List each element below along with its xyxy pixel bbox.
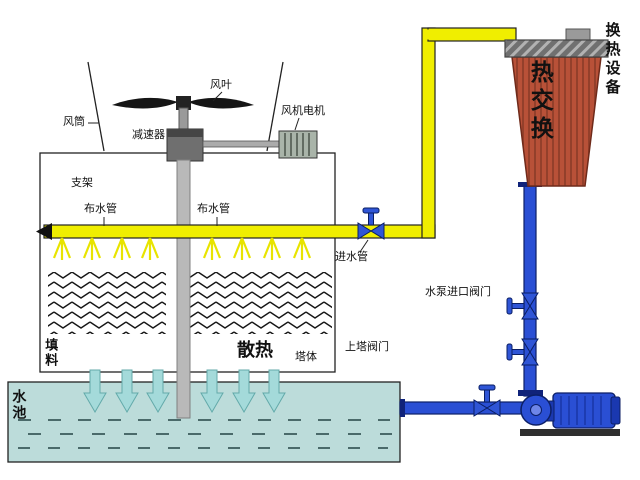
label-reducer: 减速器 <box>132 129 165 141</box>
down-arrow <box>232 369 256 413</box>
down-arrow <box>146 369 170 413</box>
fan-shaft <box>178 107 189 131</box>
down-arrow <box>83 369 107 413</box>
label-heat-dissipation: 散热 <box>237 340 273 360</box>
exchanger-header-cap <box>504 39 609 58</box>
fan-blade-right <box>188 97 254 109</box>
fan-motor-fins <box>284 133 310 156</box>
label-fan-motor: 风机电机 <box>281 105 325 117</box>
label-inlet-pipe: 进水管 <box>335 251 368 263</box>
filler-panel-left <box>48 272 166 334</box>
support-column <box>176 159 191 419</box>
fan-duct-left-wall <box>87 61 105 152</box>
down-arrow <box>115 369 139 413</box>
pump-motor <box>552 392 616 429</box>
exchanger-top-fitting <box>565 28 591 41</box>
flow-arrow-left <box>36 223 52 240</box>
exchanger-body <box>511 56 602 187</box>
label-pool: 水池 <box>11 389 28 421</box>
falling-water-arrows <box>83 369 286 413</box>
label-dist-pipe-left: 布水管 <box>84 203 117 215</box>
pointer-line <box>294 117 300 131</box>
fan-duct-right-wall <box>266 61 284 152</box>
label-fan-duct: 风筒 <box>63 116 85 128</box>
pipe-joint <box>423 226 434 237</box>
label-support: 支架 <box>71 177 93 189</box>
spray-nozzles <box>52 237 312 260</box>
label-fan-blade: 风叶 <box>210 79 232 91</box>
fan-assembly <box>112 96 318 162</box>
water-surface-marks <box>18 419 392 449</box>
inlet-riser-pipe <box>421 27 436 239</box>
label-dist-pipe-right: 布水管 <box>197 203 230 215</box>
filler-packing <box>48 272 332 334</box>
label-heat-exchange: 热交换 <box>527 60 554 144</box>
label-pump-inlet-valve: 水泵进口阀门 <box>425 286 491 298</box>
fan-blade-left <box>112 97 178 109</box>
drive-shaft <box>202 140 280 148</box>
pump-eye <box>530 404 542 416</box>
yellow-piping <box>36 27 517 260</box>
pump-top-flange <box>518 390 543 396</box>
motor-end-cap <box>610 396 621 425</box>
pipe-joint <box>423 29 434 40</box>
pump-motor-fins <box>560 396 602 425</box>
label-pointer-lines <box>88 91 369 253</box>
fan-hub <box>176 96 191 110</box>
label-heat-exchange-equipment: 换热设备 <box>603 22 621 98</box>
pointer-line <box>212 91 223 102</box>
pool-outlet-flange <box>400 399 405 417</box>
top-run-pipe <box>427 27 517 42</box>
pump-assembly <box>520 392 621 436</box>
label-filler: 填料 <box>43 338 59 368</box>
label-tower-valve: 上塔阀门 <box>345 341 389 353</box>
down-arrow <box>262 369 286 413</box>
pump-base <box>520 429 620 436</box>
pointer-line <box>359 239 369 253</box>
reducer-top <box>167 129 203 137</box>
down-arrow <box>200 369 224 413</box>
heat-exchanger <box>504 28 609 187</box>
filler-panel-right <box>186 272 332 334</box>
fan-motor-unit <box>278 130 318 159</box>
label-tower-body: 塔体 <box>295 351 317 363</box>
